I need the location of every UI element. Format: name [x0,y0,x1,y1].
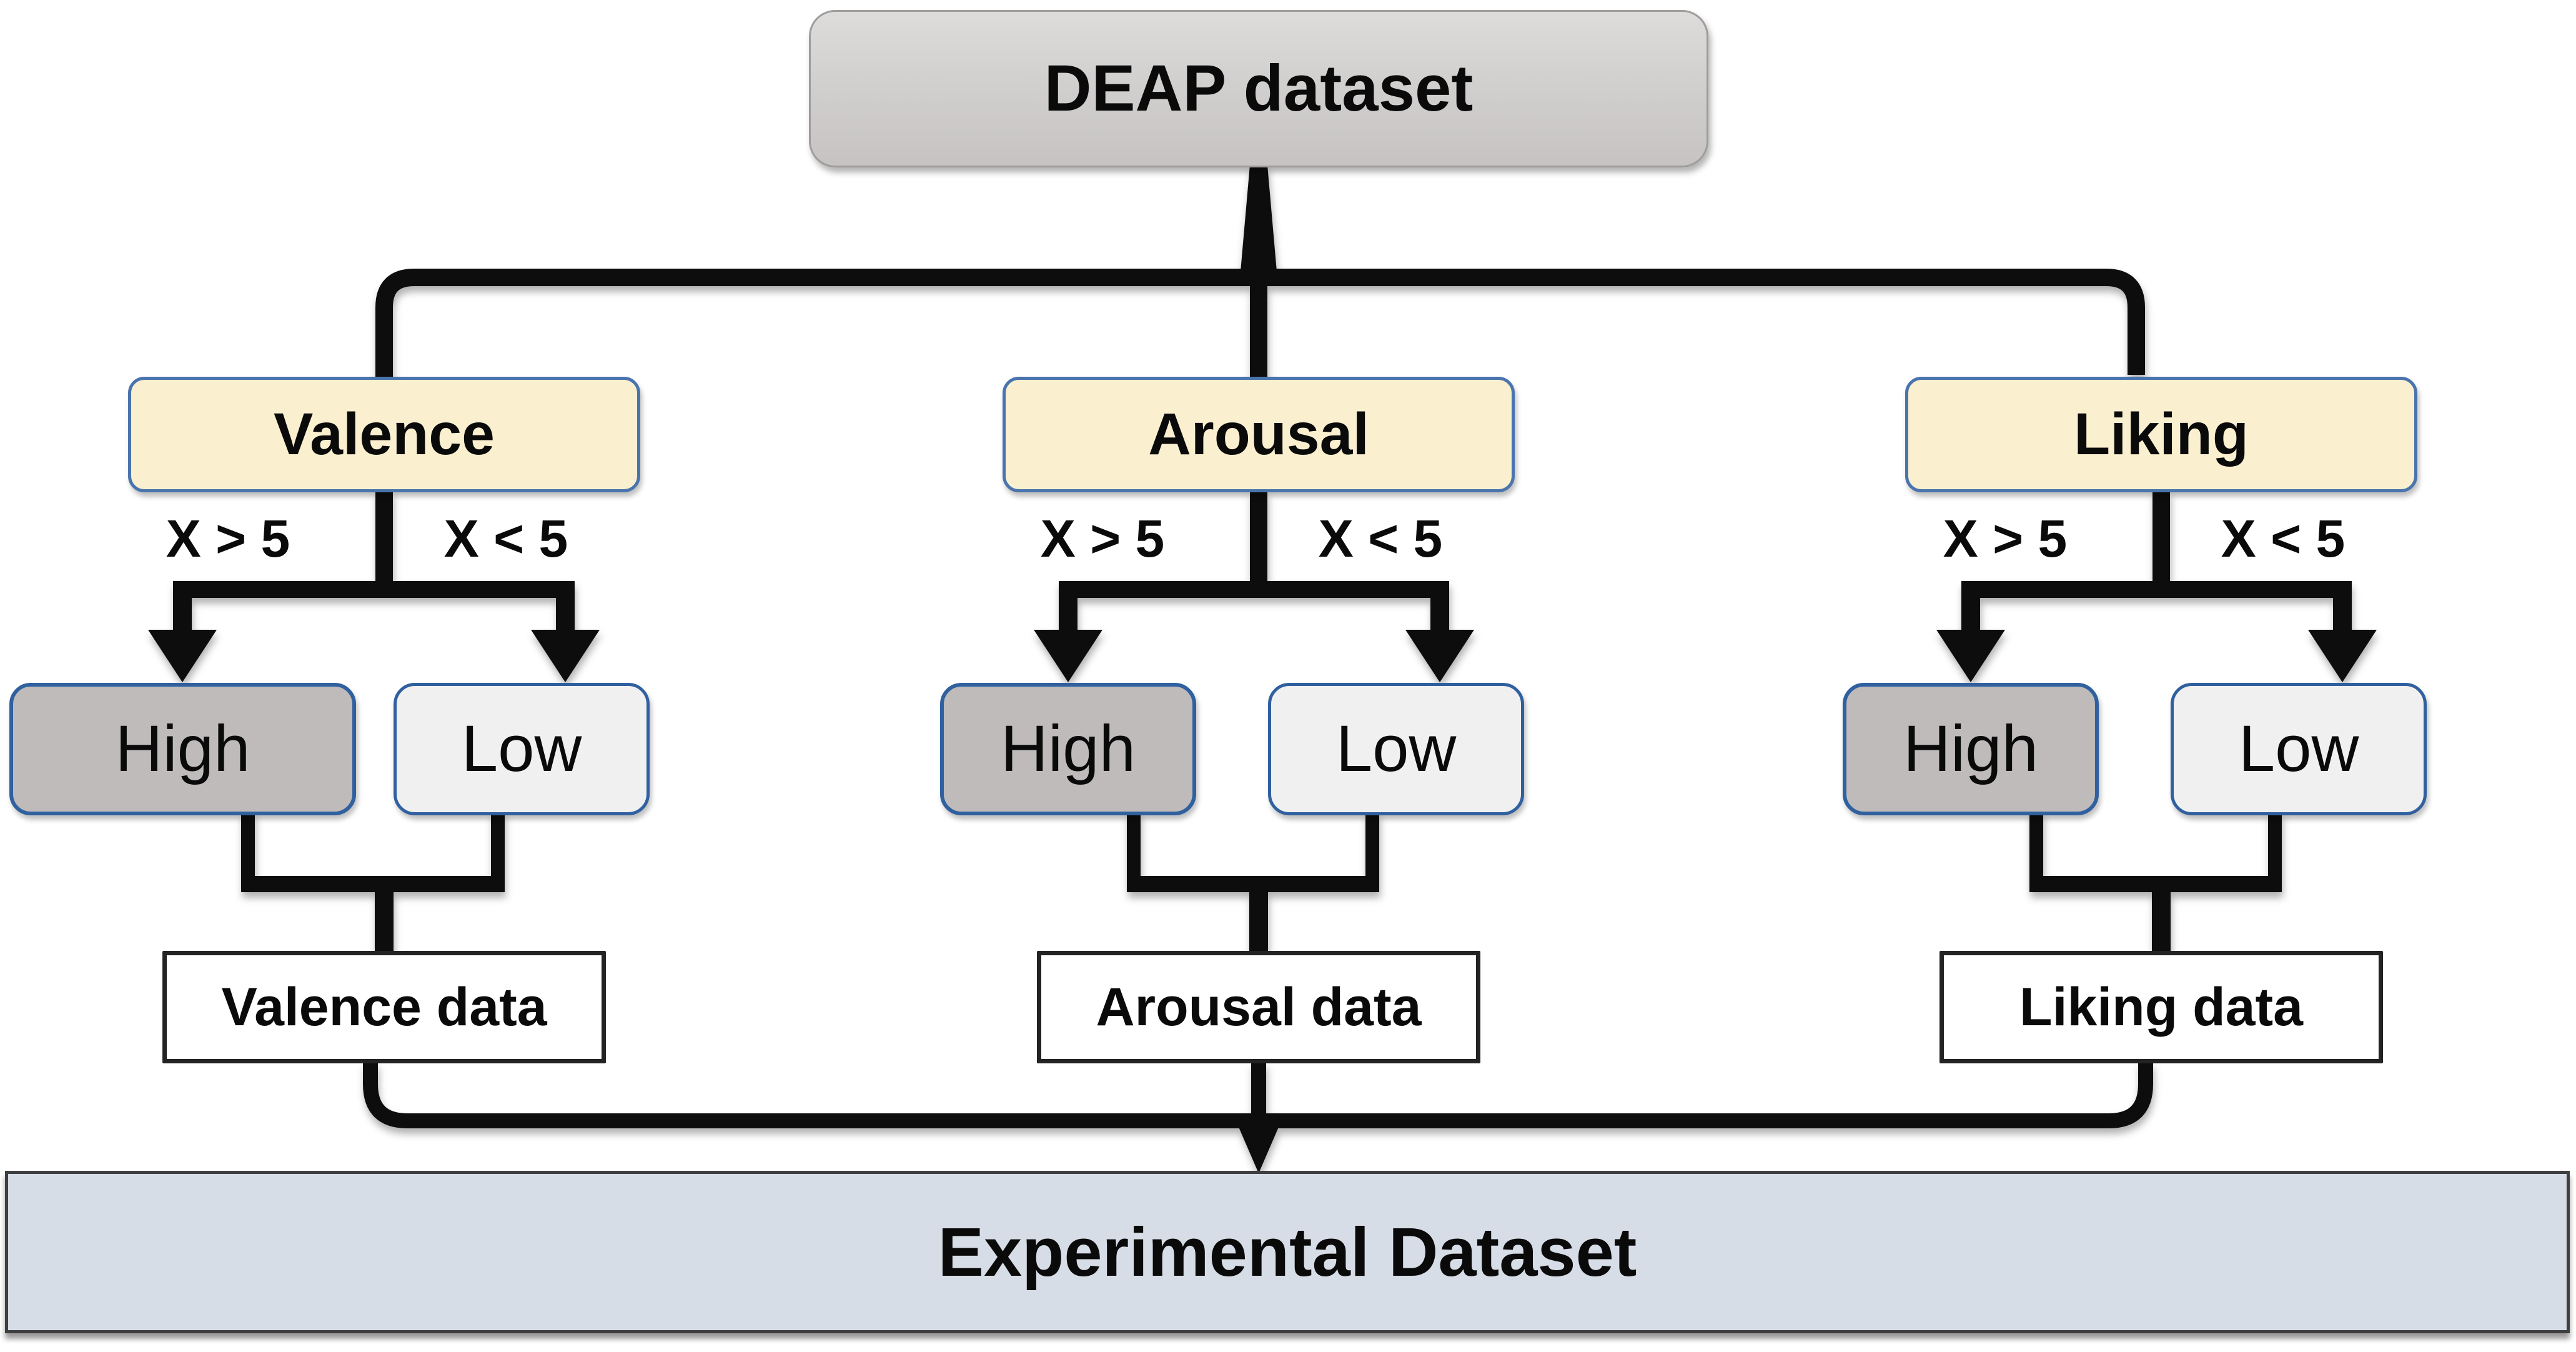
experimental-dataset-node: Experimental Dataset [5,1171,2570,1333]
connector-liking-stub [2152,491,2170,582]
valence-high-label: High [115,712,250,785]
valence-node: Valence [128,377,640,492]
connector-valence-high-down [241,812,255,877]
valence-label: Valence [274,401,495,467]
connector-arousal-stem-right [1430,597,1449,631]
connector-arousal-mergebar [1127,876,1379,892]
connector-liking-descender [2152,891,2171,953]
liking-high-label: High [1903,712,2038,785]
arrowhead-valence-high [148,630,217,682]
arrowhead-liking-low [2308,630,2377,682]
arrowhead-valence-low [531,630,600,682]
liking-data-node: Liking data [1939,951,2383,1063]
connector-root-taper [1240,165,1277,279]
valence-low-node: Low [394,683,650,815]
connector-liking-high-down [2029,812,2043,877]
arousal-high-node: High [940,683,1196,815]
valence-data-node: Valence data [162,951,606,1063]
arousal-label: Arousal [1148,401,1369,467]
valence-low-label: Low [461,712,582,785]
liking-condition-low: X < 5 [2221,509,2346,568]
connector-arousal-high-down [1127,812,1141,877]
arousal-high-label: High [1001,712,1136,785]
arousal-low-node: Low [1268,683,1524,815]
connector-liking-mergebar [2029,876,2282,892]
connector-valence-stem-left [173,597,192,631]
arrowhead-arousal-high [1034,630,1102,682]
connector-valence-splitbar [173,581,575,598]
deap-dataset-label: DEAP dataset [1044,52,1474,125]
arousal-condition-high: X > 5 [1040,509,1165,568]
arrowhead-arousal-low [1405,630,1474,682]
connector-arousal-descender [1249,891,1268,953]
connector-liking-stem-left [1961,597,1980,631]
connector-liking-splitbar [1961,581,2352,598]
valence-data-label: Valence data [221,977,547,1037]
liking-low-node: Low [2171,683,2427,815]
connector-arousal-low-down [1365,812,1379,877]
liking-node: Liking [1905,377,2417,492]
arousal-low-label: Low [1335,712,1457,785]
liking-high-node: High [1843,683,2099,815]
arrowhead-liking-high [1936,630,2005,682]
arrowhead-experimental [1239,1127,1279,1173]
connector-valence-stub [375,491,393,582]
connector-valence-low-down [491,812,505,877]
connector-valence-stem-right [556,597,575,631]
connector-arousal-stub [1250,491,1267,582]
liking-low-label: Low [2238,712,2359,785]
liking-label: Liking [2074,401,2249,467]
liking-data-label: Liking data [2019,977,2303,1037]
arousal-condition-low: X < 5 [1318,509,1443,568]
connector-liking-stem-right [2333,597,2352,631]
connector-drop-arousal [1250,277,1267,380]
experimental-dataset-label: Experimental Dataset [938,1213,1637,1291]
connector-arousal-data-down [1251,1062,1266,1130]
connector-valence-descender [375,891,394,953]
liking-condition-high: X > 5 [1943,509,2068,568]
connector-arousal-splitbar [1059,581,1449,598]
arousal-node: Arousal [1003,377,1515,492]
connector-liking-low-down [2268,812,2282,877]
valence-condition-high: X > 5 [166,509,290,568]
arousal-data-label: Arousal data [1096,977,1422,1037]
connector-valence-mergebar [241,876,505,892]
arousal-data-node: Arousal data [1037,951,1480,1063]
deap-dataset-node: DEAP dataset [809,10,1708,167]
valence-condition-low: X < 5 [443,509,568,568]
valence-high-node: High [9,683,356,815]
connector-arousal-stem-left [1059,597,1077,631]
